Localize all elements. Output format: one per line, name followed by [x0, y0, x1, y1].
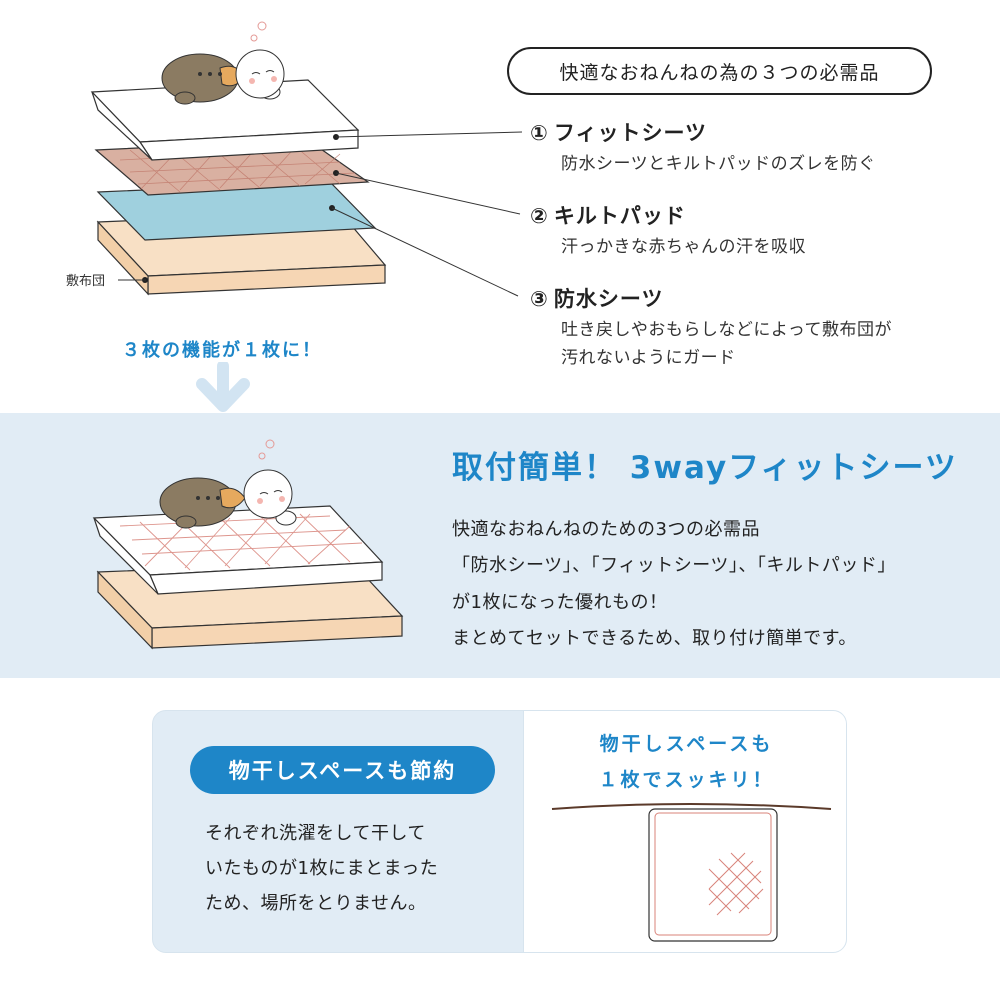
essentials-pill-text: 快適なおねんねの為の３つの必需品	[559, 61, 880, 84]
sleeping-baby-illustration	[161, 21, 285, 105]
fit-sheet-layer	[90, 79, 360, 161]
band-text-line: 「防水シーツ」、「フィットシーツ」、「キルトパッド」	[452, 555, 896, 576]
futon-leader-line	[118, 279, 146, 281]
save-text-line: ため、場所をとりません。	[205, 893, 427, 914]
essentials-pill: 快適なおねんねの為の３つの必需品	[507, 47, 932, 95]
item-number: ②	[530, 204, 549, 228]
save-text-line: いたものが1枚にまとまった	[205, 858, 439, 879]
sleeping-baby-illustration	[159, 439, 297, 529]
item-quilt-pad: ② キルトパッド	[530, 200, 686, 230]
save-text-line: それぞれ洗濯をして干して	[205, 823, 426, 844]
down-arrow-icon	[196, 362, 250, 412]
function-caption: ３枚の機能が１枚に！	[122, 340, 322, 361]
space-saving-card: 物干しスペースも節約 それぞれ洗濯をして干して いたものが1枚にまとまった ため…	[152, 710, 847, 953]
item-number: ③	[530, 287, 549, 311]
band-title: 取付簡単！ 3wayフィットシーツ	[452, 450, 958, 486]
combined-sheet-layer	[92, 505, 384, 595]
hanging-sheet-illustration	[551, 803, 832, 942]
item-desc: 汗っかきな赤ちゃんの汗を吸収	[561, 237, 806, 257]
item-number: ①	[530, 121, 549, 145]
item-desc: 吐き戻しやおもらしなどによって敷布団が	[561, 320, 892, 340]
layered-bedding-illustration	[90, 21, 387, 296]
item-waterproof-sheet: ③ 防水シーツ	[530, 283, 663, 313]
space-saving-pill-text: 物干しスペースも節約	[228, 759, 457, 783]
combined-sheet-illustration	[92, 439, 404, 650]
item-title: 防水シーツ	[553, 287, 664, 311]
item-title: フィットシーツ	[553, 121, 708, 145]
band-text-line: まとめてセットできるため、取り付け簡単です。	[452, 628, 857, 649]
item-fit-sheet: ① フィットシーツ	[530, 117, 707, 147]
band-text-line: が1枚になった優れもの！	[452, 592, 668, 613]
drying-caption-line: １枚でスッキリ！	[598, 769, 775, 791]
item-title: キルトパッド	[553, 204, 686, 228]
futon-label: 敷布団	[66, 274, 106, 289]
connector-lines	[331, 131, 523, 297]
item-desc: 防水シーツとキルトパッドのズレを防ぐ	[561, 154, 876, 174]
drying-caption-line: 物干しスペースも	[599, 733, 774, 755]
drying-illustration-panel: 物干しスペースも １枚でスッキリ！	[523, 711, 846, 952]
space-saving-pill: 物干しスペースも節約	[190, 746, 495, 794]
band-text-line: 快適なおねんねのための3つの必需品	[452, 519, 760, 540]
item-desc: 汚れないようにガード	[561, 348, 736, 368]
